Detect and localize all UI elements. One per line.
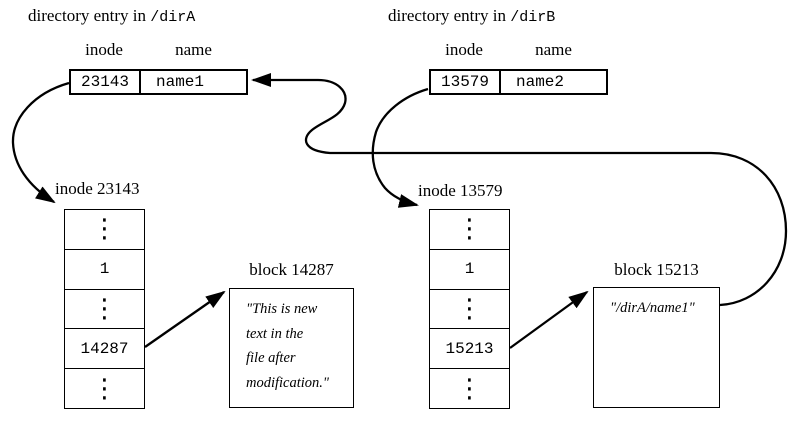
inode-23143-cell-1: 1 <box>65 248 144 289</box>
dirb-title-text: directory entry in <box>388 6 507 25</box>
arrow-block-15213-path-to-dira-entry <box>251 73 788 307</box>
dirb-header-inode: inode <box>445 40 483 59</box>
arrow-inode-14287-to-block-14287 <box>144 290 226 348</box>
inode-13579-cell-dots-3: ⋮ <box>430 368 509 408</box>
arrow-dirb-entry-to-inode-13579 <box>371 87 429 208</box>
dirb-title: directory entry in /dirB <box>388 6 555 26</box>
inode-23143-cell-dots-1: ⋮ <box>91 214 118 245</box>
dirb-name-value: name2 <box>516 73 565 91</box>
dirb-entry-table: 13579 name2 <box>429 69 608 95</box>
dira-title-text: directory entry in <box>28 6 147 25</box>
dirb-path: /dirB <box>510 9 556 26</box>
inode-23143-cell-block-ptr: 14287 <box>65 328 144 368</box>
inode-13579-cell-1: 1 <box>430 248 509 289</box>
block-15213-line: "/dirA/name1" <box>610 300 695 316</box>
dirb-header-name: name <box>535 40 572 59</box>
inode-23143-table: ⋮ 1 ⋮ 14287 ⋮ <box>64 209 145 409</box>
inode-23143-label: inode 23143 <box>55 179 140 198</box>
block-15213-box: "/dirA/name1" <box>593 287 720 408</box>
inode-13579-label: inode 13579 <box>418 181 503 200</box>
inode-23143-cell-dots-2: ⋮ <box>65 288 144 329</box>
block-14287-label: block 14287 <box>249 260 334 279</box>
block-14287-line: "This is new <box>246 301 318 317</box>
inode-13579-cell-block-ptr: 15213 <box>430 328 509 368</box>
block-14287-box: "This is new text in the file after modi… <box>229 288 354 408</box>
dira-header-inode: inode <box>85 40 123 59</box>
inode-23143-cell-dots-3: ⋮ <box>65 368 144 408</box>
inode-13579-cell-dots-2: ⋮ <box>430 288 509 329</box>
dira-path: /dirA <box>150 9 196 26</box>
block-14287-line: modification." <box>246 374 330 391</box>
dira-header-name: name <box>175 40 212 59</box>
dira-name-value: name1 <box>156 73 205 91</box>
dira-title: directory entry in /dirA <box>28 6 195 26</box>
inode-13579-cell-dots-1: ⋮ <box>456 214 483 245</box>
inode-13579-table: ⋮ 1 ⋮ 15213 ⋮ <box>429 209 510 409</box>
dira-inode-value: 23143 <box>71 71 141 93</box>
block-14287-line: file after <box>246 350 296 366</box>
arrow-dira-entry-to-inode-23143 <box>11 81 70 204</box>
dirb-inode-value: 13579 <box>431 71 501 93</box>
dira-entry-table: 23143 name1 <box>69 69 248 95</box>
block-15213-label: block 15213 <box>614 260 699 279</box>
block-14287-line: text in the <box>246 325 304 342</box>
arrow-inode-15213-to-block-15213 <box>509 290 589 349</box>
